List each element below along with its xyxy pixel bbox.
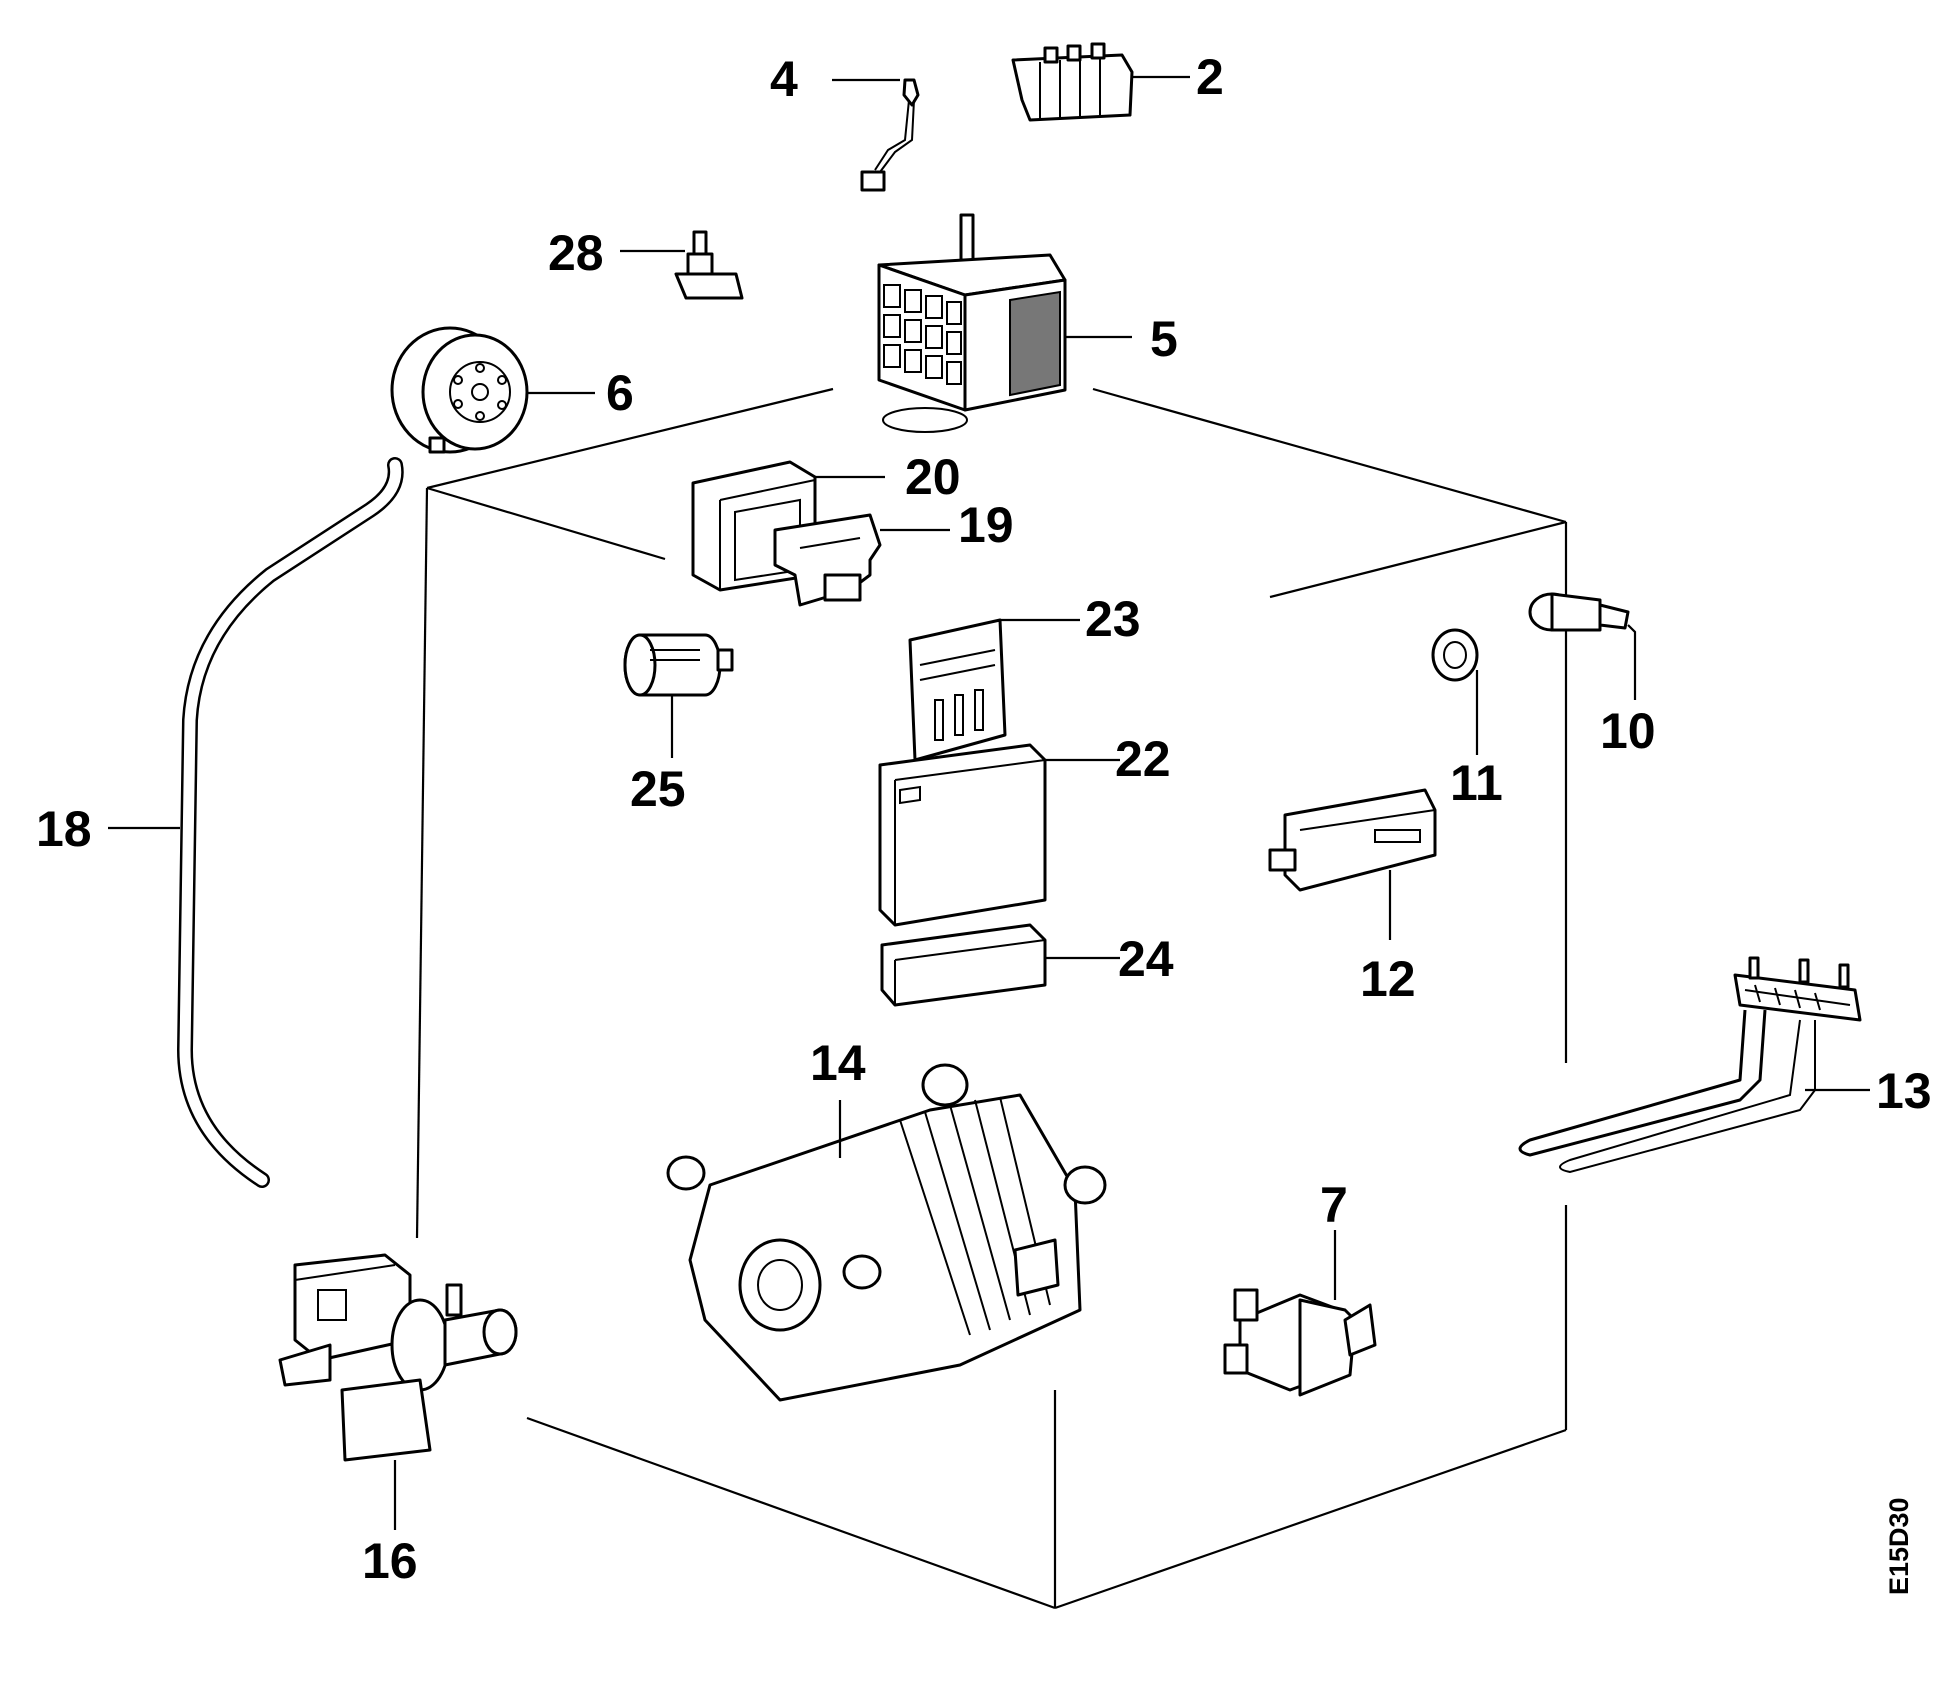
part-2-connector-strip	[1011, 42, 1190, 122]
part-4-sensor-wire	[832, 78, 920, 192]
label-2: 2	[1196, 49, 1224, 105]
label-6: 6	[606, 365, 634, 421]
label-4: 4	[770, 51, 798, 107]
label-19: 19	[958, 497, 1014, 553]
label-5: 5	[1150, 311, 1178, 367]
label-25: 25	[630, 761, 686, 817]
part-25-capacitor	[623, 633, 734, 758]
label-18: 18	[36, 801, 92, 857]
label-10: 10	[1600, 703, 1656, 759]
part-18-hose	[108, 457, 404, 1188]
drawing-code: E15D30	[1884, 1497, 1914, 1595]
label-23: 23	[1085, 591, 1141, 647]
part-23-electronic-cover	[908, 618, 1080, 762]
label-7: 7	[1320, 1177, 1348, 1233]
part-14-motor	[666, 1063, 1107, 1402]
label-28: 28	[548, 225, 604, 281]
part-6-pressure-switch	[390, 326, 595, 454]
label-11: 11	[1450, 755, 1503, 811]
part-22-electronic-module	[878, 743, 1120, 927]
part-16-drain-pump	[278, 1253, 518, 1530]
part-13-heating-element	[1518, 956, 1870, 1174]
label-22: 22	[1115, 731, 1171, 787]
callout-labels: 4 2 28 5 6 20 19 23 25 22 11 10 18 24 12…	[36, 49, 1932, 1589]
part-24-module-base	[880, 923, 1120, 1007]
part-5-programme-timer	[877, 213, 1132, 433]
part-12-door-catch	[1268, 788, 1437, 940]
part-19-door-interlock	[773, 513, 950, 607]
label-20: 20	[905, 449, 961, 505]
part-11-grommet	[1431, 628, 1479, 755]
label-12: 12	[1360, 951, 1416, 1007]
label-24: 24	[1118, 931, 1174, 987]
part-10-thermostat	[1528, 592, 1637, 700]
label-13: 13	[1876, 1063, 1932, 1119]
label-14: 14	[810, 1035, 866, 1091]
label-16: 16	[362, 1533, 418, 1589]
part-7-inlet-valve	[1223, 1230, 1377, 1397]
part-28-switch	[620, 230, 744, 300]
